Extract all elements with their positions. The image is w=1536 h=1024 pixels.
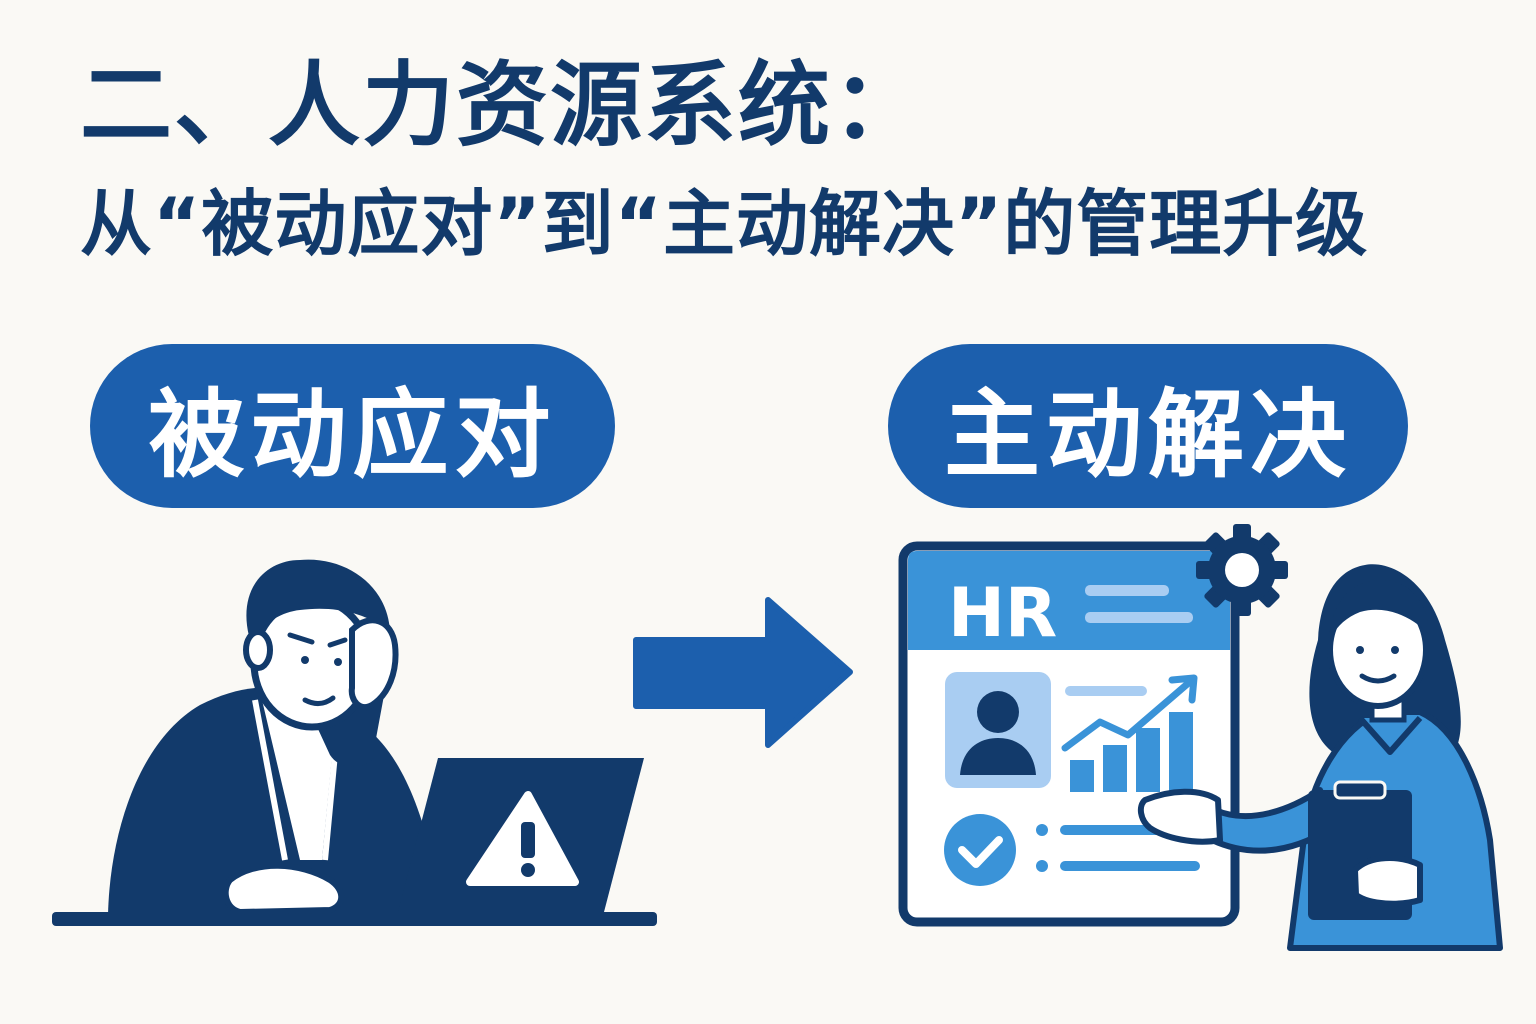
user-avatar-icon <box>945 672 1051 788</box>
proactive-solution-badge: 主动解决 <box>888 344 1408 508</box>
worker-hair <box>246 559 390 640</box>
passive-response-badge: 被动应对 <box>90 344 615 508</box>
hr-presenter-illustration <box>1137 564 1503 951</box>
page-title: 二、人力资源系统： <box>80 52 927 159</box>
right-arrow-icon <box>633 597 853 748</box>
warning-icon <box>466 791 579 886</box>
passive-response-label: 被动应对 <box>148 378 557 491</box>
hr-dashboard-illustration: HR <box>898 524 1288 927</box>
page-subtitle: 从“被动应对”到“主动解决”的管理升级 <box>80 182 1369 266</box>
dashboard-header <box>908 551 1230 650</box>
bar-chart-icon <box>1065 686 1193 792</box>
worker-shirt <box>262 700 335 860</box>
checkmark-icon <box>944 814 1016 886</box>
proactive-solution-label: 主动解决 <box>944 378 1352 491</box>
stressed-worker-illustration <box>52 559 657 926</box>
trend-arrow-icon <box>1061 676 1196 752</box>
dashboard-header-label: HR <box>948 574 1057 653</box>
desk-surface <box>52 912 657 926</box>
gear-icon <box>1196 524 1288 616</box>
